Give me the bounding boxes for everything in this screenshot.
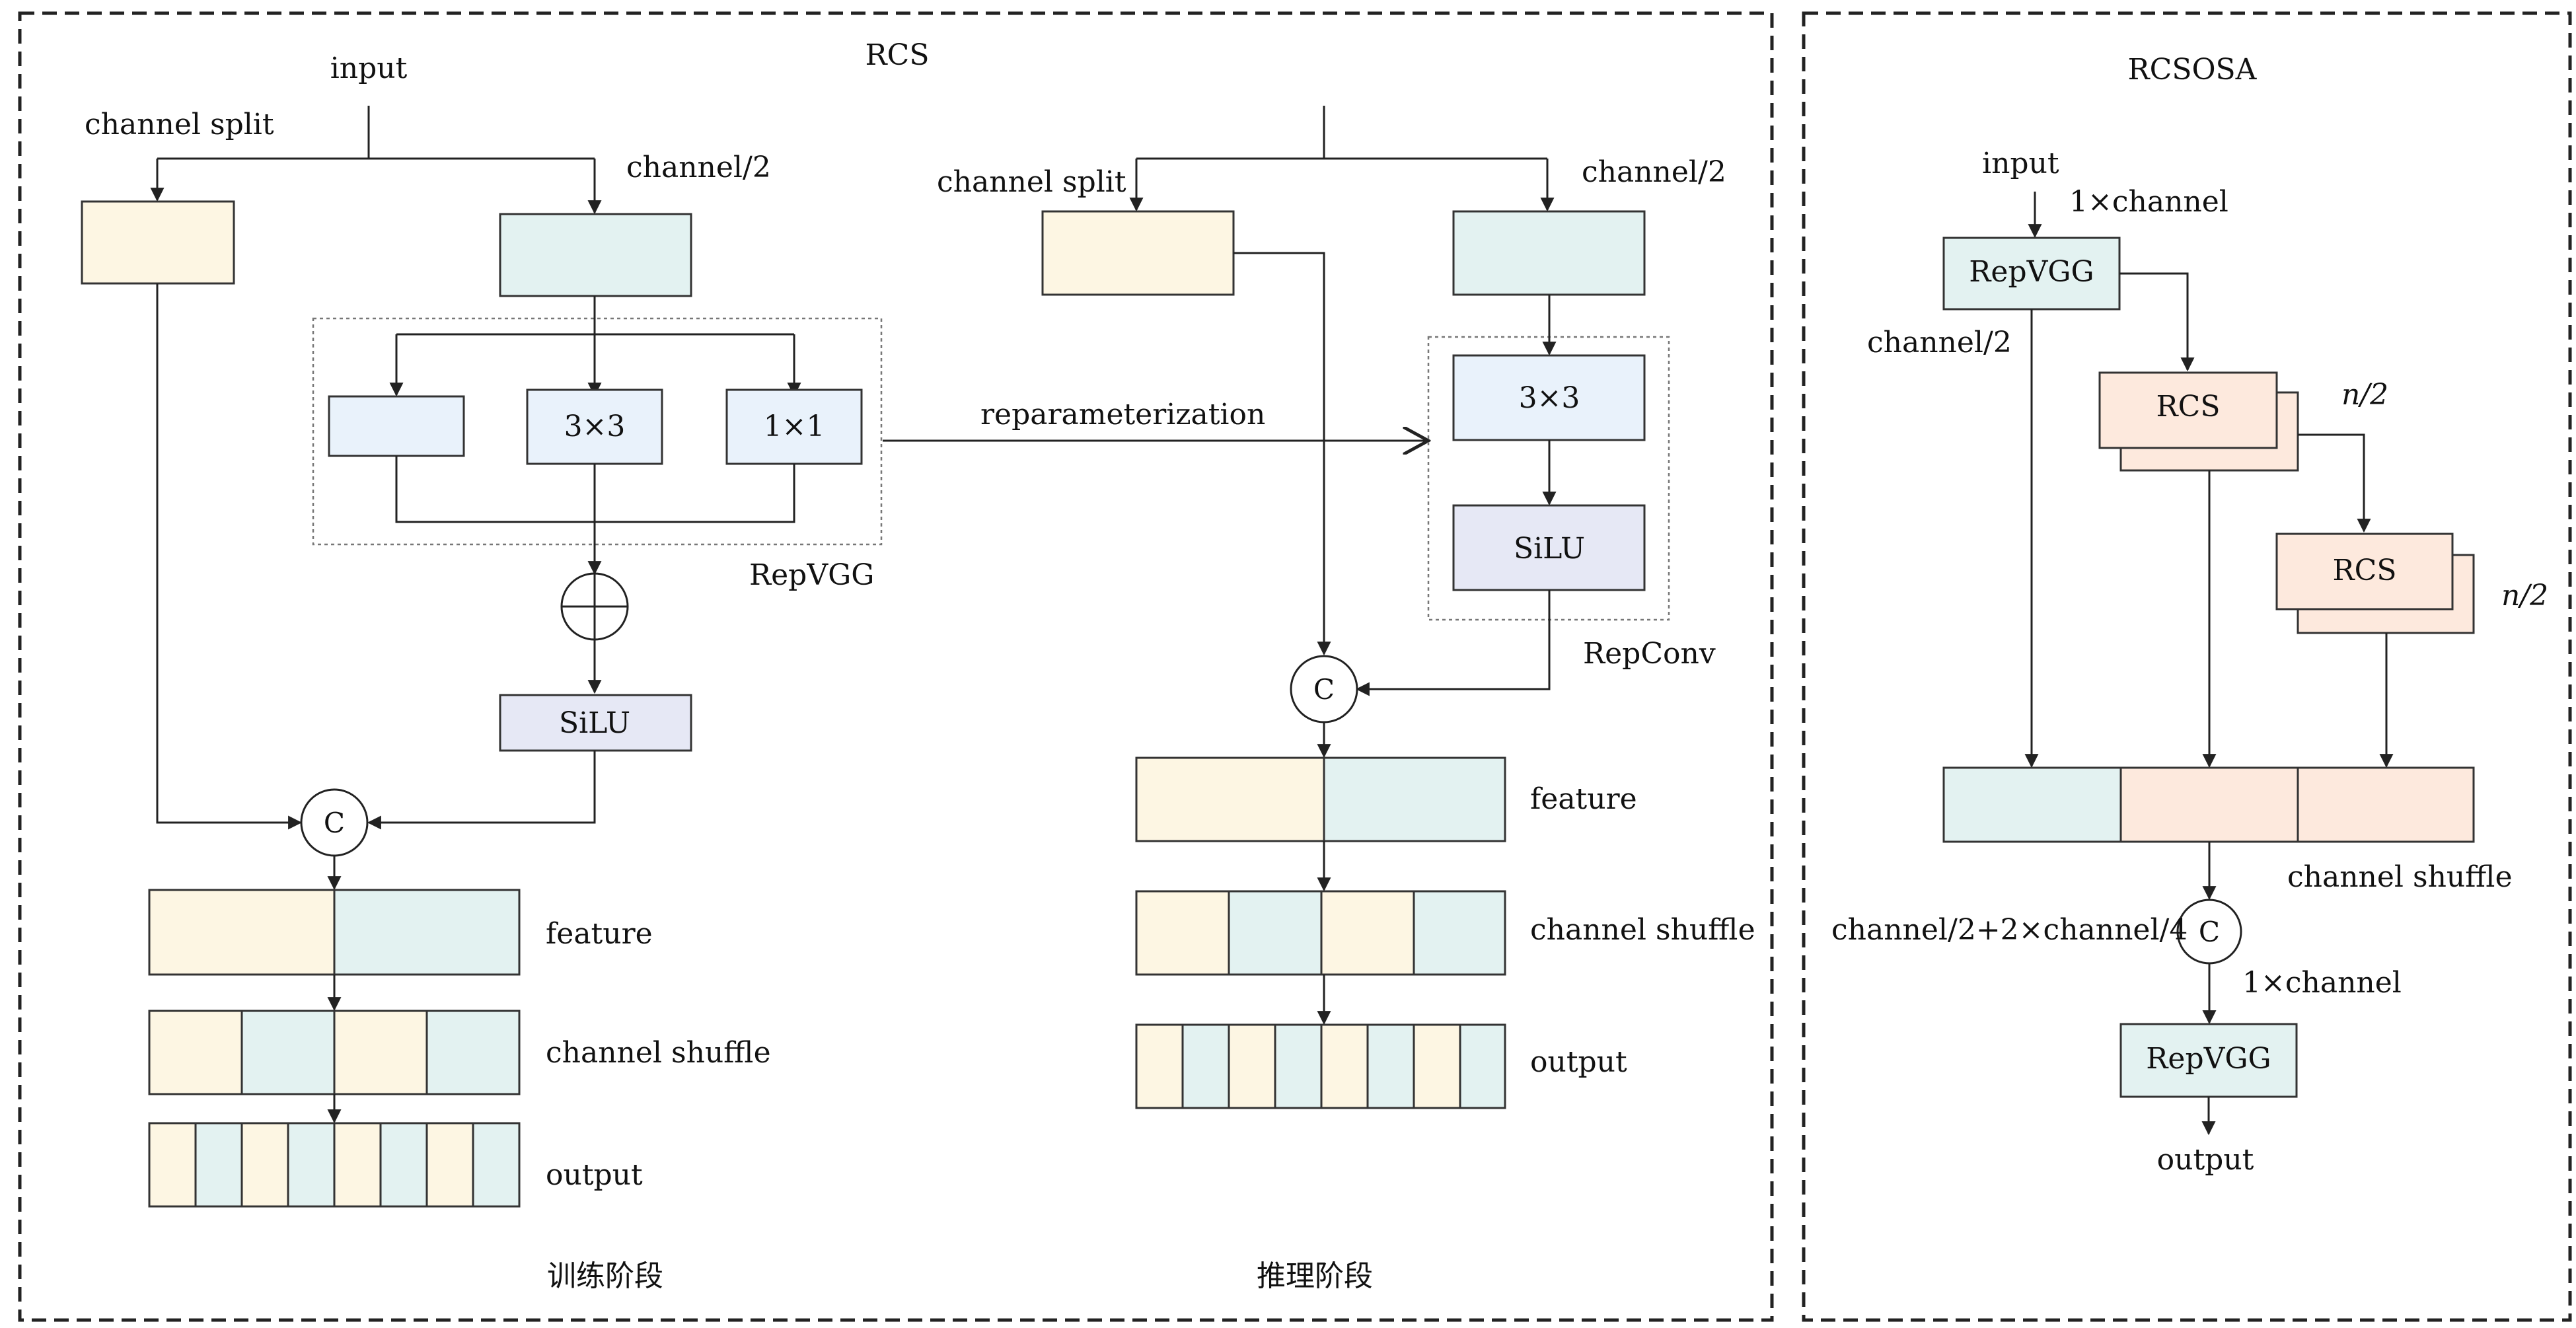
reparameterization-label: reparameterization xyxy=(980,398,1265,431)
inference-identity-to-concat-arrow xyxy=(1233,252,1331,656)
rcs1-box xyxy=(2098,371,2278,449)
rcsosa-input-label: input xyxy=(1982,147,2059,180)
inference-silu-box xyxy=(1452,504,1646,591)
rcsosa-repvgg-top-box xyxy=(1942,237,2121,311)
training-processed-half-box xyxy=(499,213,692,297)
inference-processed-half-box xyxy=(1452,210,1646,296)
rcsosa-concat-label: C xyxy=(2199,916,2220,948)
conv3x3-box xyxy=(526,388,663,465)
rcsosa-output-label: output xyxy=(2157,1143,2254,1177)
rcsosa-concat-bar xyxy=(1942,766,2475,843)
rcsosa-title: RCSOSA xyxy=(2128,53,2258,87)
inference-shuffle-bar xyxy=(1135,890,1506,976)
repvgg-label: RepVGG xyxy=(749,558,874,592)
inference-channel-half-label: channel/2 xyxy=(1582,155,1726,189)
rcs-title: RCS xyxy=(865,38,930,72)
identity-branch-box xyxy=(328,395,465,457)
identity-to-concat-arrow xyxy=(156,283,303,830)
training-channel-half-label: channel/2 xyxy=(626,151,771,184)
repconv-label: RepConv xyxy=(1583,637,1716,671)
inference-silu-label: SiLU xyxy=(1514,532,1585,566)
training-channel-split-label: channel split xyxy=(85,108,274,141)
rcsosa-repvgg-top-label: RepVGG xyxy=(1969,255,2094,289)
rcsosa-repvgg-bottom-box xyxy=(2119,1023,2298,1098)
inference-shuffle-label: channel shuffle xyxy=(1530,913,1755,947)
rcsosa-one-channel-bottom-label: 1×channel xyxy=(2242,966,2402,1000)
rcsosa-module: input 1×channel RepVGG channel/2 RCS n/2… xyxy=(1831,147,2548,1177)
inference-output-bar xyxy=(1135,1023,1506,1109)
inference-silu-to-concat-arrow xyxy=(1355,590,1551,696)
conv3x3-label: 3×3 xyxy=(564,410,626,443)
rcsosa-channel-shuffle-label: channel shuffle xyxy=(2287,860,2513,894)
rcsosa-n-half-1-label: n/2 xyxy=(2341,378,2388,412)
rcs1-to-rcs2-arrow xyxy=(2298,433,2371,533)
training-silu-label: SiLU xyxy=(559,706,630,740)
rcs2-box xyxy=(2275,533,2454,610)
rcs2-label: RCS xyxy=(2333,554,2397,587)
rcsosa-one-channel-top-label: 1×channel xyxy=(2069,185,2228,219)
inference-conv3x3-label: 3×3 xyxy=(1519,381,1580,415)
training-shuffle-label: channel shuffle xyxy=(546,1036,771,1070)
training-output-label: output xyxy=(546,1158,643,1192)
rcs1-label: RCS xyxy=(2156,390,2221,424)
rcsosa-repvgg-bottom-label: RepVGG xyxy=(2146,1042,2271,1076)
training-stage: input channel split channel/2 3×3 1×1 Re… xyxy=(81,52,883,1293)
inference-feature-bar xyxy=(1135,756,1506,842)
training-feature-label: feature xyxy=(546,917,653,951)
inference-concat-label: C xyxy=(1313,673,1335,706)
rcsosa-sum-label: channel/2+2×channel/4 xyxy=(1831,913,2188,947)
rcsosa-n-half-2-label: n/2 xyxy=(2501,579,2548,612)
inference-channel-split-label: channel split xyxy=(937,165,1126,199)
inference-feature-label: feature xyxy=(1530,782,1637,816)
rcsosa-repvgg-to-rcs1-arrow xyxy=(2119,272,2195,372)
conv1x1-label: 1×1 xyxy=(764,410,825,443)
rcs-frame xyxy=(18,11,1774,1322)
rcsosa-channel-half-label: channel/2 xyxy=(1867,326,2012,359)
inference-identity-half-box xyxy=(1041,210,1235,296)
training-input-label: input xyxy=(330,52,408,85)
training-identity-half-box xyxy=(81,200,235,285)
training-shuffle-bar xyxy=(148,1010,521,1095)
training-silu-box xyxy=(499,694,692,752)
silu-to-concat-arrow xyxy=(367,751,596,830)
training-output-bar xyxy=(148,1122,521,1208)
inference-conv3x3-box xyxy=(1452,354,1646,441)
inference-stage: channel split channel/2 3×3 SiLU RepConv… xyxy=(937,106,1755,1293)
add-icon xyxy=(562,573,628,640)
training-stage-label: 训练阶段 xyxy=(547,1259,663,1293)
rcsosa-frame xyxy=(1802,11,2572,1322)
training-feature-bar xyxy=(148,889,521,976)
inference-stage-label: 推理阶段 xyxy=(1257,1259,1373,1293)
training-concat-label: C xyxy=(324,807,345,839)
repvgg-block xyxy=(312,317,883,546)
inference-output-label: output xyxy=(1530,1045,1627,1079)
conv1x1-box xyxy=(725,388,863,465)
